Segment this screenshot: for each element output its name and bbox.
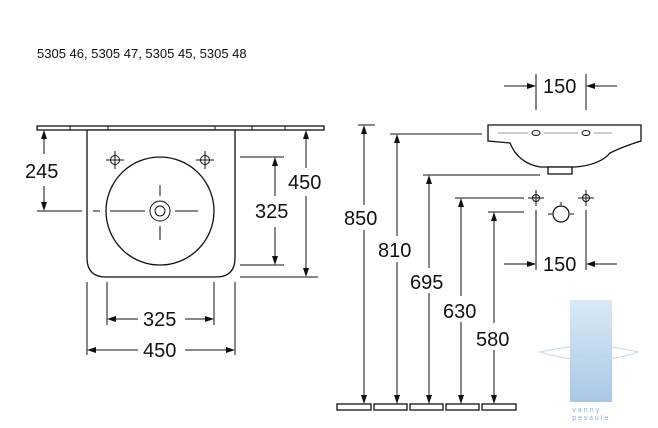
side-view: 150 850 810 bbox=[336, 74, 642, 411]
dimension-150-top: 150 bbox=[504, 74, 617, 110]
washbasin-profile bbox=[487, 124, 642, 168]
drain-icon bbox=[149, 200, 171, 222]
dimension-630: 630 bbox=[443, 198, 476, 404]
tap-hole-left-icon bbox=[106, 151, 124, 169]
dimension-245: 245 bbox=[25, 129, 82, 212]
dim-580-label: 580 bbox=[476, 329, 509, 351]
dimension-150-wall: 150 bbox=[504, 210, 617, 276]
dimension-450-horizontal: 450 bbox=[86, 282, 236, 362]
dim-325-horizontal-label: 325 bbox=[143, 309, 176, 331]
dimension-850: 850 bbox=[344, 125, 377, 404]
article-numbers: 5305 46, 5305 47, 5305 45, 5305 48 bbox=[37, 46, 247, 61]
drain-connection-icon bbox=[548, 202, 574, 223]
floor-line bbox=[336, 403, 517, 411]
centerline bbox=[93, 185, 198, 240]
dim-450-vertical-label: 450 bbox=[288, 172, 321, 194]
dimension-450-vertical: 450 bbox=[240, 130, 321, 278]
watermark-text-2: pesaule bbox=[572, 414, 610, 422]
dim-810-label: 810 bbox=[378, 240, 411, 262]
dim-630-label: 630 bbox=[443, 301, 476, 323]
watermark-text-1: vanny bbox=[572, 406, 601, 414]
dimension-695: 695 bbox=[410, 175, 443, 404]
dimension-810: 810 bbox=[378, 134, 411, 404]
bowl-circle bbox=[105, 156, 215, 266]
wall-connection-right-icon bbox=[578, 190, 594, 206]
tap-holes-profile bbox=[498, 130, 612, 136]
dimension-325-horizontal: 325 bbox=[106, 282, 215, 331]
dim-850-label: 850 bbox=[344, 208, 377, 230]
watermark: vanny pesaule bbox=[538, 300, 640, 422]
tap-hole-right-icon bbox=[196, 151, 214, 169]
dim-450-horizontal-label: 450 bbox=[143, 340, 176, 362]
dim-245-label: 245 bbox=[25, 161, 58, 183]
dimension-325-vertical: 325 bbox=[240, 156, 288, 266]
top-view: 245 325 450 325 bbox=[25, 125, 325, 362]
wall-connection-left-icon bbox=[528, 190, 544, 206]
dim-150-wall-label: 150 bbox=[543, 254, 576, 276]
dim-695-label: 695 bbox=[410, 272, 443, 294]
dimension-580: 580 bbox=[476, 212, 509, 404]
dim-150-top-label: 150 bbox=[543, 76, 576, 98]
dim-325-vertical-label: 325 bbox=[255, 201, 288, 223]
waste-outlet bbox=[547, 166, 573, 175]
